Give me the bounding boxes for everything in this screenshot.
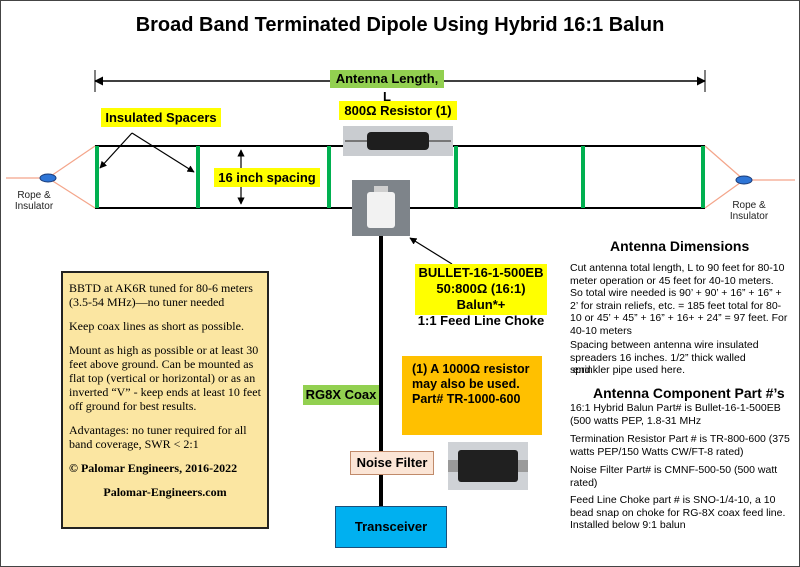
components-heading: Antenna Component Part #’s bbox=[593, 385, 785, 401]
dimensions-text-3: end bbox=[570, 364, 591, 376]
resistor-photo bbox=[343, 126, 453, 156]
note-3: Mount as high as possible or at least 30… bbox=[69, 343, 261, 413]
insulator-left bbox=[39, 173, 57, 183]
balun-photo bbox=[352, 180, 410, 236]
spacer-arrow-1 bbox=[99, 132, 133, 169]
rope-label-left: Rope & Insulator bbox=[14, 190, 54, 212]
spacing-label: 16 inch spacing bbox=[214, 168, 320, 187]
balun-line-3: 1:1 Feed Line Choke bbox=[417, 313, 545, 328]
transceiver-box: Transceiver bbox=[335, 506, 447, 548]
notes-box: BBTD at AK6R tuned for 80-6 meters (3.5-… bbox=[61, 271, 269, 529]
antenna-length-label: Antenna Length, L bbox=[330, 70, 444, 104]
component-item-2: Termination Resistor Part # is TR-800-60… bbox=[570, 433, 790, 458]
balun-line-2: 50:800Ω (16:1) Balun*+ bbox=[436, 281, 526, 312]
noise-filter-photo bbox=[448, 442, 528, 490]
note-1: BBTD at AK6R tuned for 80-6 meters (3.5-… bbox=[69, 281, 253, 309]
dimensions-text-1: Cut antenna total length, L to 90 feet f… bbox=[570, 262, 788, 337]
diagram-title: Broad Band Terminated Dipole Using Hybri… bbox=[135, 14, 665, 36]
balun-arrow bbox=[409, 237, 453, 265]
note-2: Keep coax lines as short as possible. bbox=[69, 319, 244, 333]
component-item-3: Noise Filter Part# is CMNF-500-50 (500 w… bbox=[570, 464, 778, 489]
dimensions-heading: Antenna Dimensions bbox=[610, 238, 750, 254]
resistor-label: 800Ω Resistor (1) bbox=[339, 101, 457, 120]
insulator-right bbox=[735, 175, 753, 185]
note-5: © Palomar Engineers, 2016-2022 bbox=[69, 461, 238, 475]
spacer-arrow-2 bbox=[131, 132, 195, 173]
noise-filter-label: Noise Filter bbox=[350, 451, 434, 475]
component-item-1: 16:1 Hybrid Balun Part# is Bullet-16-1-5… bbox=[570, 402, 781, 427]
balun-line-1: BULLET-16-1-500EB bbox=[418, 265, 544, 280]
component-item-4: Feed Line Choke part # is SNO-1/4-10, a … bbox=[570, 494, 786, 531]
rope-label-right: Rope & Insulator bbox=[729, 200, 769, 222]
resistor-note: (1) A 1000Ω resistor may also be used. P… bbox=[402, 356, 542, 435]
dimensions-text-2: Spacing between antenna wire insulated s… bbox=[570, 339, 759, 376]
balun-label: BULLET-16-1-500EB 50:800Ω (16:1) Balun*+… bbox=[415, 264, 547, 328]
spacers-label: Insulated Spacers bbox=[101, 108, 221, 127]
note-6: Palomar-Engineers.com bbox=[103, 485, 227, 499]
coax-label: RG8X Coax bbox=[303, 385, 379, 405]
note-4: Advantages: no tuner required for all ba… bbox=[69, 423, 247, 451]
